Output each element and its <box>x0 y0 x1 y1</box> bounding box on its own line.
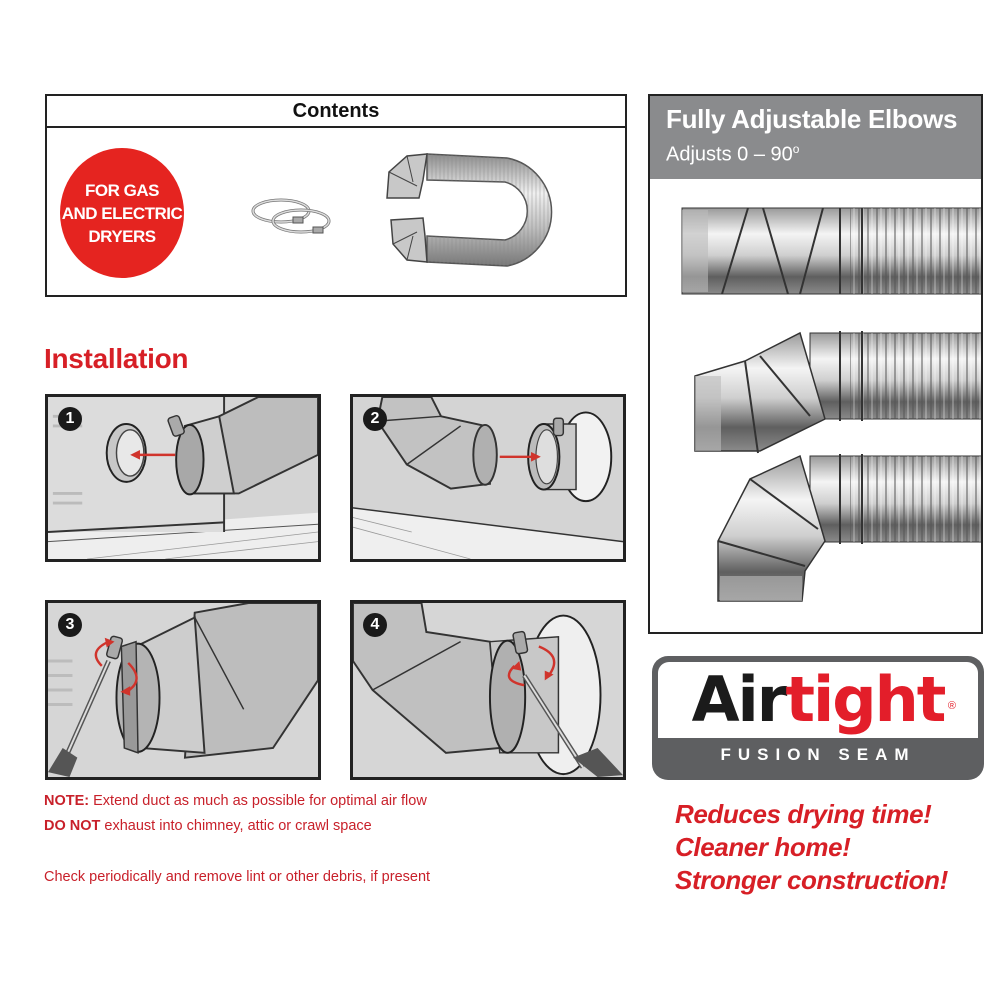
step-3-illustration <box>48 603 318 777</box>
note-check-periodically: Check periodically and remove lint or ot… <box>44 869 431 885</box>
badge-line-1: FOR GAS <box>85 180 159 200</box>
donot-text: exhaust into chimney, attic or crawl spa… <box>100 818 372 834</box>
note-do-not-exhaust: DO NOT exhaust into chimney, attic or cr… <box>44 818 372 834</box>
installation-step-3: 3 <box>45 600 321 780</box>
registered-mark: ® <box>947 700 956 712</box>
logo-air: Air <box>691 663 788 736</box>
contents-box: Contents FOR GAS AND ELECTRIC DRYERS <box>45 94 627 297</box>
step-1-illustration <box>48 397 318 559</box>
badge-line-2: AND ELECTRIC <box>61 203 183 223</box>
flexible-duct-icon <box>386 153 553 267</box>
note-label: NOTE: <box>44 793 90 809</box>
donot-label: DO NOT <box>44 818 101 834</box>
installation-step-4: 4 <box>350 600 626 780</box>
installation-step-2: 2 <box>350 394 626 562</box>
step-2-illustration <box>353 397 623 559</box>
logo-subtitle: FUSION SEAM <box>720 745 916 764</box>
airtight-logo: Airtight ® FUSION SEAM <box>652 656 984 780</box>
step-number-badge: 4 <box>363 613 387 637</box>
logo-tight: tight <box>785 663 946 736</box>
badge-line-3: DRYERS <box>88 226 156 246</box>
dryer-type-badge: FOR GAS AND ELECTRIC DRYERS <box>60 148 184 278</box>
note-extend-duct: NOTE: Extend duct as much as possible fo… <box>44 793 427 809</box>
step-number-badge: 3 <box>58 613 82 637</box>
benefit-item: Stronger construction! <box>675 865 948 895</box>
step-number-badge: 2 <box>363 407 387 431</box>
contents-title: Contents <box>47 96 625 128</box>
elbows-header: Fully Adjustable Elbows Adjusts 0 – 90o <box>650 96 981 179</box>
hose-clamps-icon <box>251 198 331 234</box>
elbow-positions-illustration <box>681 207 981 602</box>
elbows-subtitle: Adjusts 0 – 90o <box>666 142 800 166</box>
benefits-list: Reduces drying time! Cleaner home! Stron… <box>675 798 948 897</box>
step-number-badge: 1 <box>58 407 82 431</box>
elbows-title: Fully Adjustable Elbows <box>666 104 958 134</box>
installation-heading: Installation <box>44 343 189 374</box>
installation-step-1: 1 <box>45 394 321 562</box>
airtight-wordmark: Airtight ® <box>658 662 978 738</box>
degree-symbol: o <box>792 142 800 156</box>
adjustable-elbows-panel: Fully Adjustable Elbows Adjusts 0 – 90o <box>648 94 983 634</box>
benefit-item: Cleaner home! <box>675 832 851 862</box>
step-4-illustration <box>353 603 623 777</box>
benefit-item: Reduces drying time! <box>675 799 932 829</box>
note-text: Extend duct as much as possible for opti… <box>89 793 427 809</box>
